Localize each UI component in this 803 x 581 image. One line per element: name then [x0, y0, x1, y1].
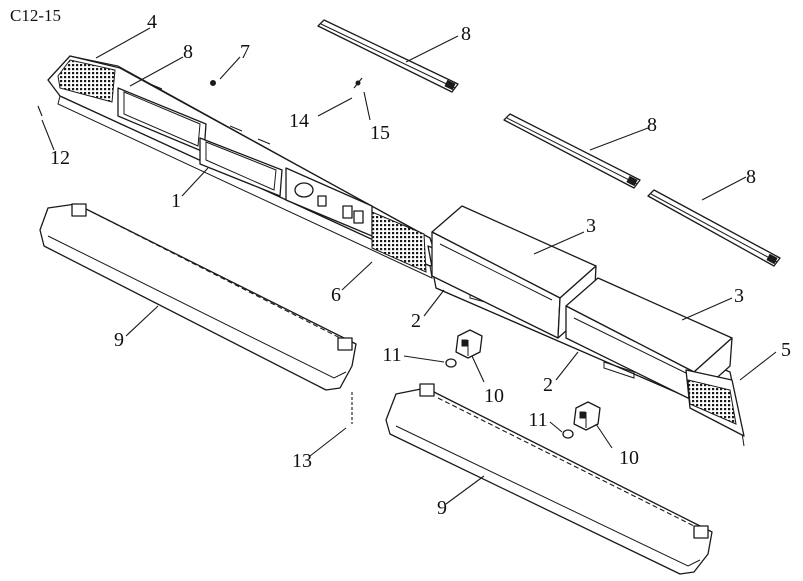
reference-code: C12-15 — [10, 6, 61, 25]
callout-8-mid: 8 — [647, 114, 657, 136]
callout-10-lower: 10 — [619, 447, 639, 469]
callout-11-upper: 11 — [382, 344, 402, 366]
callout-1: 1 — [171, 190, 181, 212]
trim-strip-top — [317, 19, 459, 93]
center-grille — [371, 211, 427, 273]
callout-6: 6 — [331, 284, 341, 306]
left-grille — [57, 59, 116, 103]
trim-strip-right — [647, 189, 781, 267]
sun-visor-left — [39, 203, 357, 391]
callout-9-right: 9 — [437, 497, 447, 519]
callout-8-right: 8 — [746, 166, 756, 188]
callout-2-left: 2 — [411, 310, 421, 332]
trim-strip-mid — [503, 113, 641, 189]
callout-10-upper: 10 — [484, 385, 504, 407]
callout-8-top-left: 8 — [183, 41, 193, 63]
callout-7: 7 — [240, 41, 250, 63]
callout-3-left: 3 — [586, 215, 596, 237]
callout-2-right: 2 — [543, 374, 553, 396]
callout-14: 14 — [289, 110, 309, 132]
callout-15: 15 — [370, 122, 390, 144]
callout-12: 12 — [50, 147, 70, 169]
washer-11-upper — [445, 358, 457, 368]
callout-4: 4 — [147, 11, 157, 33]
screw-12 — [37, 105, 43, 117]
sun-visor-right — [385, 383, 713, 575]
callout-11-lower: 11 — [528, 409, 548, 431]
callout-9-left: 9 — [114, 329, 124, 351]
leader-lines — [41, 27, 777, 505]
callout-8-top: 8 — [461, 23, 471, 45]
callout-5: 5 — [781, 339, 791, 361]
callout-3-right: 3 — [734, 285, 744, 307]
callout-13: 13 — [292, 450, 312, 472]
clip-10-upper — [455, 329, 483, 359]
main-dash-panel — [47, 55, 439, 279]
right-end-grille — [685, 369, 745, 437]
clip-10-lower — [573, 401, 601, 431]
washer-11-lower — [562, 429, 574, 439]
screw-7 — [210, 80, 216, 86]
